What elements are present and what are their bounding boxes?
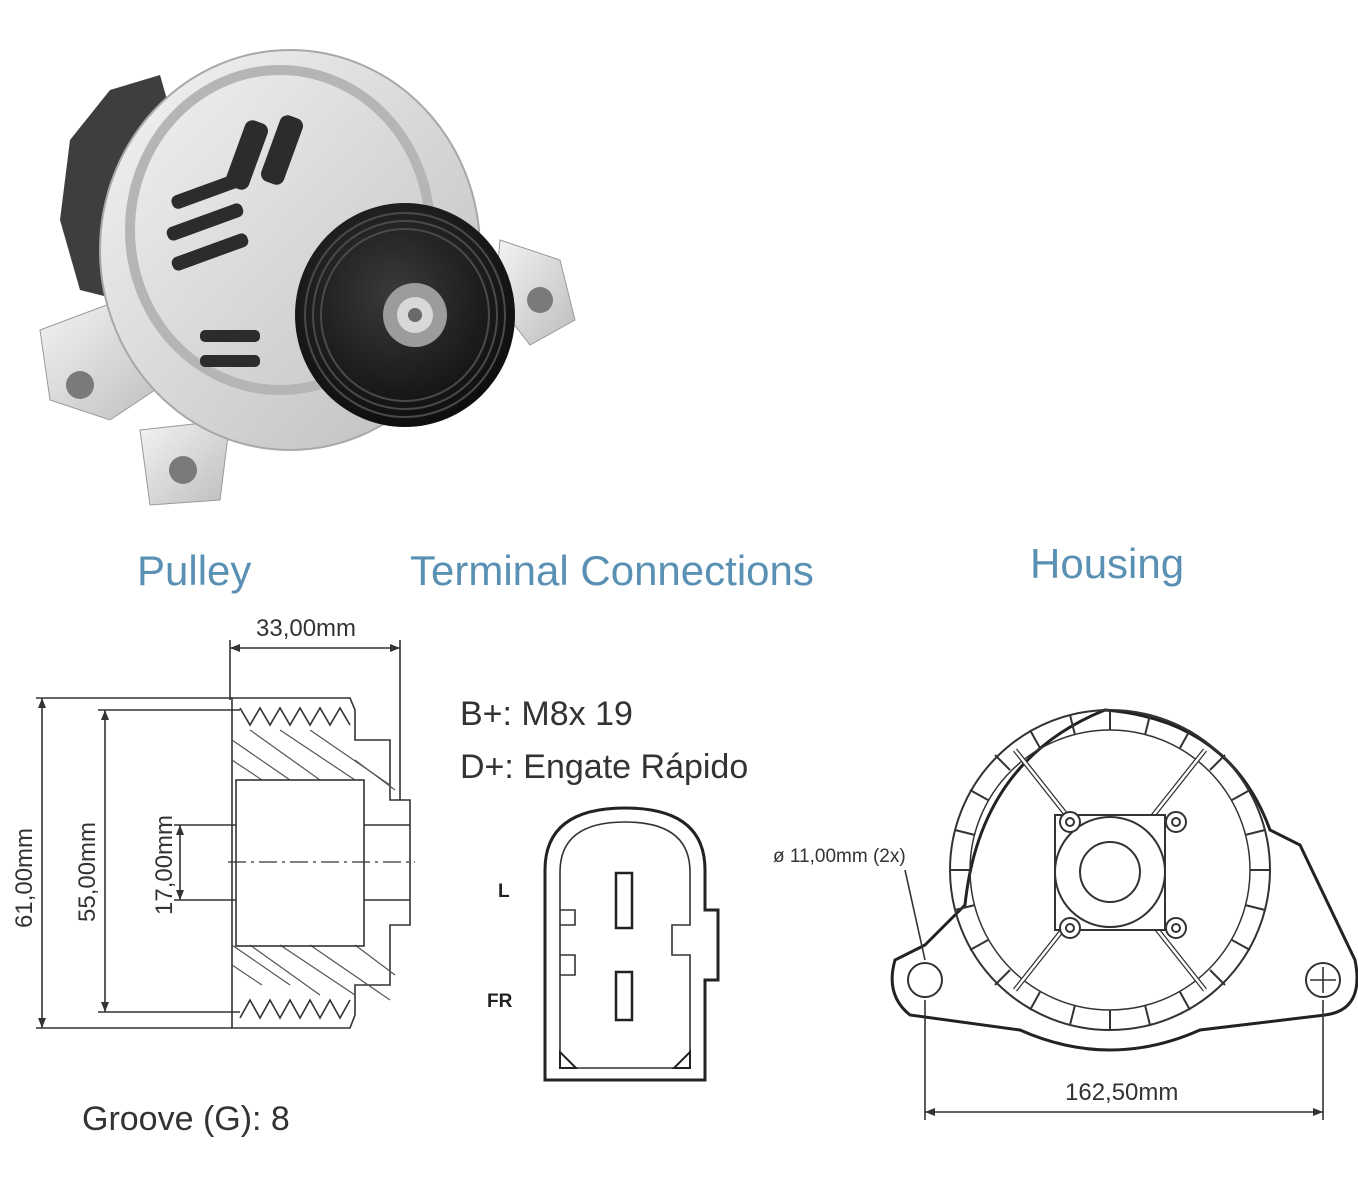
pulley-groove-diameter-label: 55,00mm: [74, 822, 101, 922]
b-plus-label: B+: M8x 19: [460, 695, 633, 733]
pulley-outer-diameter-label: 61,00mm: [11, 828, 38, 928]
terminal-heading: Terminal Connections: [410, 547, 814, 594]
housing-heading: Housing: [1030, 540, 1184, 587]
housing-drawing: ø 11,00mm (2x) 162,50mm: [773, 708, 1358, 1120]
pulley-drawing: 33,00mm 61,00mm: [11, 615, 415, 1138]
d-plus-label: D+: Engate Rápido: [460, 748, 748, 786]
terminal-drawing: B+: M8x 19 D+: Engate Rápido L FR: [460, 695, 748, 1082]
mount-hole-label: ø 11,00mm (2x): [773, 846, 906, 867]
pulley-bore-diameter-label: 17,00mm: [151, 815, 178, 915]
pulley-heading: Pulley: [137, 547, 251, 594]
pulley-width-label: 33,00mm: [256, 615, 356, 642]
alternator-photo: [39, 49, 576, 506]
pin-l-label: L: [498, 881, 510, 902]
mount-spacing-label: 162,50mm: [1065, 1079, 1178, 1106]
pin-fr-label: FR: [487, 991, 513, 1012]
groove-count-label: Groove (G): 8: [82, 1100, 290, 1138]
